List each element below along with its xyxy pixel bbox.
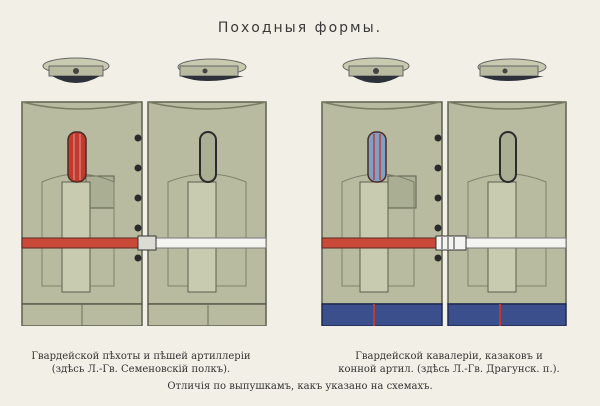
page-title: Походныя формы.	[217, 20, 383, 36]
right-jacket-front	[321, 101, 443, 305]
left-jacket-front	[21, 101, 143, 305]
right-side-cap-icon	[477, 58, 547, 81]
bottom-note: Отличія по выпушкамъ, какъ указано на сх…	[167, 381, 433, 392]
right-caption: Гвардейской кавалеріи, казаковъ и конной…	[318, 350, 580, 376]
left-caption-line-1: Гвардейской пѣхоты и пѣшей артиллеріи	[31, 351, 251, 362]
right-buttons	[434, 134, 442, 262]
left-uniform-illustration	[21, 57, 267, 326]
left-belt	[21, 235, 267, 251]
left-trousers	[21, 303, 267, 326]
left-caption-line-2: (здѣсь Л.-Гв. Семеновскій полкъ).	[51, 364, 231, 375]
right-caption-line-2: конной артил. (здѣсь Л.-Гв. Драгунск. п.…	[338, 364, 560, 375]
right-caption-line-1: Гвардейской кавалеріи, казаковъ и	[355, 351, 543, 362]
right-trousers	[321, 303, 567, 326]
left-buttons	[134, 134, 142, 262]
right-front-cap-icon	[342, 57, 410, 83]
left-side-cap-icon	[177, 58, 247, 81]
right-jacket-back	[447, 101, 567, 305]
left-jacket-back	[147, 101, 267, 305]
left-caption: Гвардейской пѣхоты и пѣшей артиллеріи (з…	[10, 350, 272, 376]
left-front-cap-icon	[42, 57, 110, 83]
right-belt	[321, 235, 567, 251]
right-uniform-illustration	[321, 57, 567, 326]
